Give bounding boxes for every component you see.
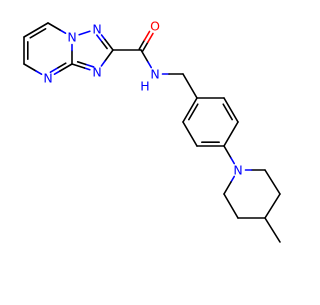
- bond-pyrimidine: [59, 63, 73, 72]
- bond-pyrimidine: [23, 63, 37, 72]
- bond-carbonyl-double: [147, 32, 154, 44]
- bond-triazole: [100, 34, 106, 41]
- bond-carbonyl-double: [138, 39, 146, 50]
- atom-label-h-amide: H: [140, 79, 149, 94]
- bond-amide: [140, 49, 149, 63]
- bond-triazole: [78, 30, 91, 36]
- bond-ch2-aryl: [182, 73, 198, 99]
- bond-methyl: [264, 217, 281, 243]
- atom-label-n-triazole-bottom: N: [92, 65, 101, 80]
- bond-benzene: [223, 97, 239, 123]
- bond-piperidine: [223, 181, 232, 195]
- bond-benzene: [182, 121, 198, 147]
- atom-label-n-triazole-top: N: [92, 22, 101, 37]
- bond-pyrimidine: [35, 70, 43, 76]
- bond-triazole: [104, 49, 114, 62]
- bond-layer: [23, 22, 281, 243]
- atom-label-n-amide: N: [150, 67, 159, 82]
- atom-label-n-piperidine: N: [233, 163, 242, 178]
- atom-label-n-pyrimidine: N: [43, 71, 52, 86]
- bond-triazole: [83, 67, 91, 71]
- bond-piperidine: [264, 193, 281, 219]
- bond-carbonyl-double: [143, 30, 151, 42]
- bond-piperidine: [264, 169, 281, 195]
- bond-aryl-n: [230, 157, 236, 165]
- bond-pyrimidine: [23, 22, 49, 38]
- bond-carbonyl-double: [141, 41, 149, 52]
- atom-label-n-bridgehead: N: [67, 30, 76, 45]
- atom-label-o-carbonyl: O: [150, 19, 160, 34]
- bond-piperidine: [230, 175, 236, 183]
- bond-triazole: [104, 38, 114, 51]
- bond-triazole-double: [101, 41, 108, 50]
- bond-pyrimidine: [59, 29, 67, 35]
- bond-piperidine: [223, 193, 239, 219]
- bond-triazole-double: [76, 61, 87, 66]
- bond-benzene: [182, 97, 198, 123]
- bond-pyrimidine-double: [49, 66, 59, 73]
- bond-benzene-double: [222, 103, 233, 121]
- bond-amide: [147, 61, 153, 69]
- bond-triazole: [100, 60, 106, 67]
- bond-aryl-n: [223, 145, 232, 159]
- bond-pyrimidine: [53, 70, 61, 76]
- bond-triazole: [71, 63, 86, 69]
- bond-pyrimidine: [47, 22, 61, 31]
- bond-benzene: [223, 121, 239, 147]
- bond-triazole-double: [84, 63, 95, 68]
- bond-pyrimidine-double: [57, 62, 67, 69]
- bond-pyrimidine-double: [29, 28, 47, 39]
- bond-triazole-double: [96, 34, 103, 43]
- bond-benzene-double: [188, 103, 199, 121]
